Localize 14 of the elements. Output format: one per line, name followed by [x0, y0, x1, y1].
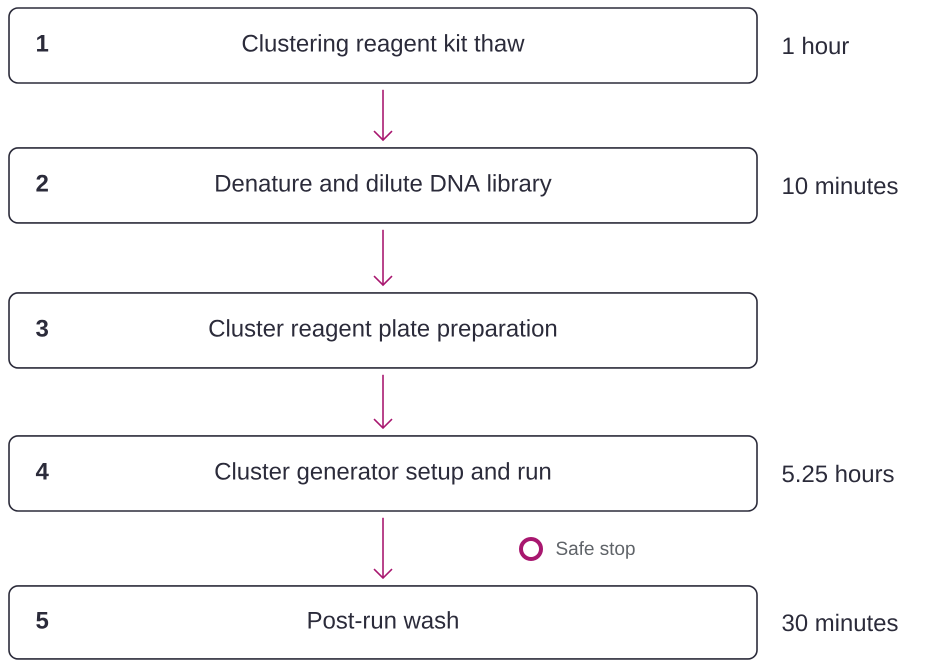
step-box: 4 Cluster generator setup and run — [8, 435, 758, 512]
arrow — [373, 518, 393, 580]
duration-text: 10 minutes — [783, 176, 898, 194]
duration-text: 1 hour — [783, 36, 849, 54]
arrow — [373, 374, 393, 430]
arrow — [373, 230, 393, 286]
step-box: 1 Clustering reagent kit thaw — [8, 7, 758, 84]
duration-text: 5.25 hours — [782, 464, 894, 482]
step-box: 2 Denature and dilute DNA library — [8, 147, 758, 224]
arrow — [373, 90, 393, 142]
safe-stop-label: Safe stop — [556, 541, 635, 559]
step-box: 3 Cluster reagent plate preparation — [8, 292, 758, 369]
step-box: 5 Post-run wash — [8, 585, 758, 660]
duration-text: 30 minutes — [782, 614, 898, 632]
